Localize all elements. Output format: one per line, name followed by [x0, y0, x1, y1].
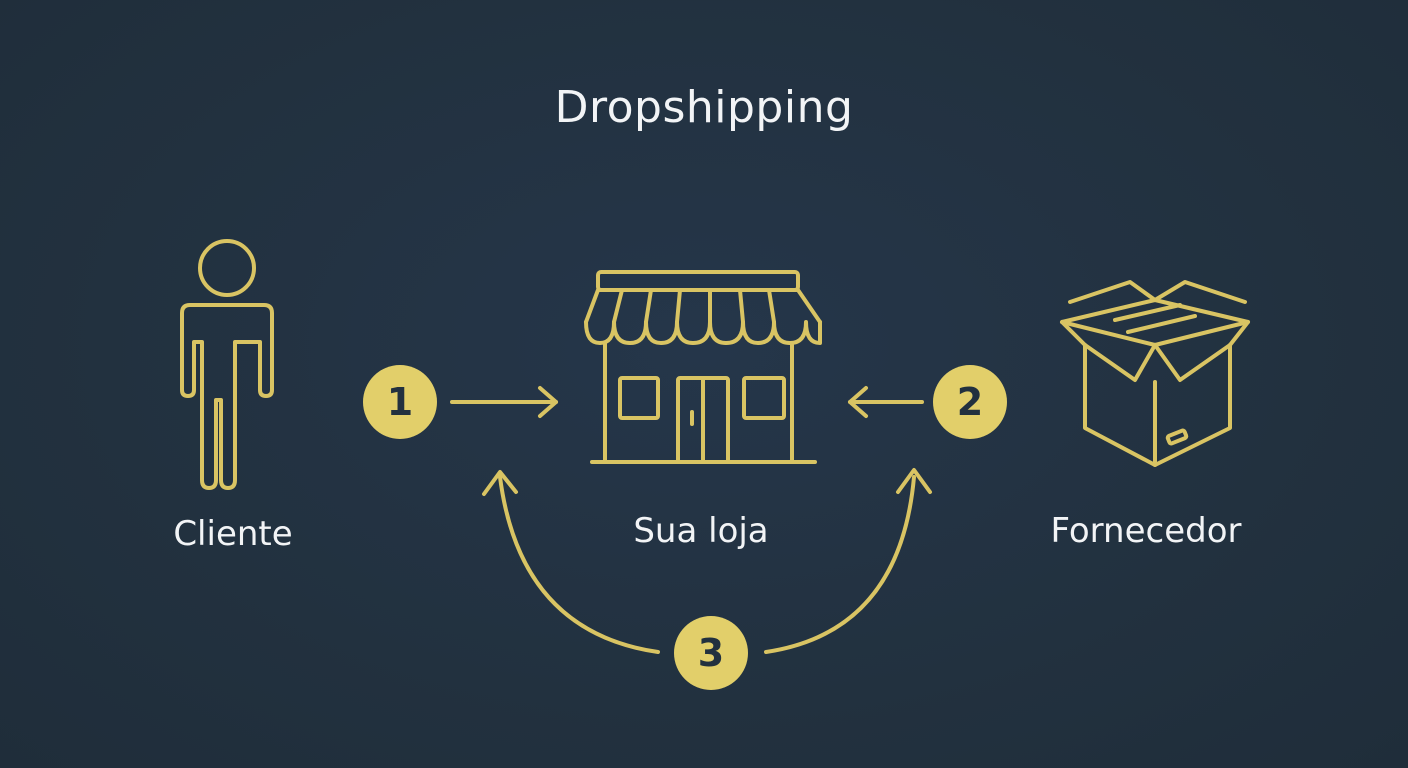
node-label-loja: Sua loja	[633, 511, 769, 551]
arrow-fornecedor-to-loja	[848, 386, 924, 418]
node-label-cliente: Cliente	[173, 514, 293, 554]
arrow-step3-right	[764, 468, 932, 654]
open-box-icon	[1060, 280, 1250, 467]
step-badge-1: 1	[363, 365, 437, 439]
step-number-2: 2	[957, 380, 983, 424]
diagram-title: Dropshipping	[554, 82, 854, 133]
storefront-icon	[584, 270, 822, 464]
arrow-step3-left	[482, 470, 660, 654]
node-label-fornecedor: Fornecedor	[1050, 511, 1242, 551]
step-badge-2: 2	[933, 365, 1007, 439]
arrow-cliente-to-loja	[450, 386, 558, 418]
step-number-3: 3	[698, 631, 724, 675]
step-badge-3: 3	[674, 616, 748, 690]
person-icon	[180, 239, 274, 490]
step-number-1: 1	[387, 380, 413, 424]
